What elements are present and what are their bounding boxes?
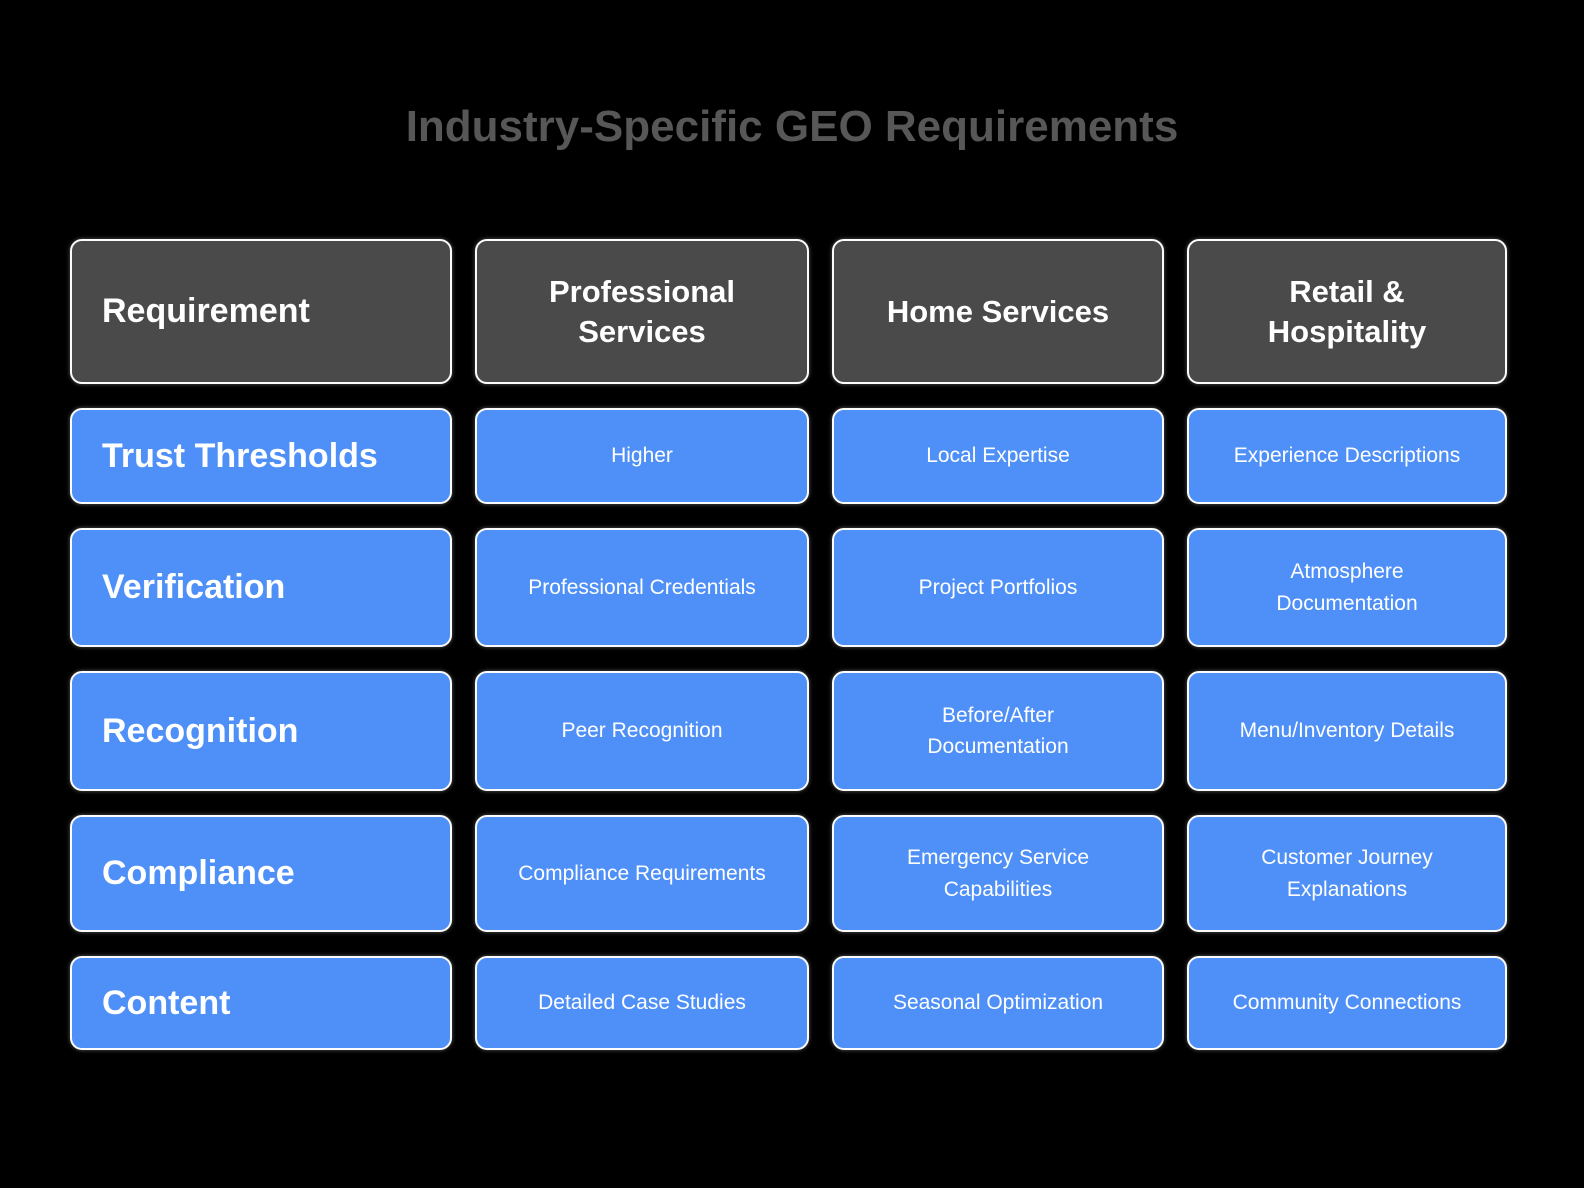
cell-recognition-retail-hospitality: Menu/Inventory Details	[1187, 671, 1507, 791]
cell-compliance-retail-hospitality: Customer Journey Explanations	[1187, 815, 1507, 932]
row-label-trust-thresholds: Trust Thresholds	[70, 408, 452, 504]
header-cell-home-services: Home Services	[832, 239, 1164, 384]
cell-recognition-professional-services: Peer Recognition	[475, 671, 809, 791]
header-cell-requirement: Requirement	[70, 239, 452, 384]
cell-trust-retail-hospitality: Experience Descriptions	[1187, 408, 1507, 504]
header-cell-professional-services: Professional Services	[475, 239, 809, 384]
cell-compliance-home-services: Emergency Service Capabilities	[832, 815, 1164, 932]
cell-verification-retail-hospitality: Atmosphere Documentation	[1187, 528, 1507, 647]
requirements-table: Requirement Professional Services Home S…	[70, 239, 1507, 1050]
cell-trust-professional-services: Higher	[475, 408, 809, 504]
cell-content-retail-hospitality: Community Connections	[1187, 956, 1507, 1050]
cell-compliance-professional-services: Compliance Requirements	[475, 815, 809, 932]
cell-verification-home-services: Project Portfolios	[832, 528, 1164, 647]
row-label-recognition: Recognition	[70, 671, 452, 791]
cell-verification-professional-services: Professional Credentials	[475, 528, 809, 647]
row-label-compliance: Compliance	[70, 815, 452, 932]
row-label-verification: Verification	[70, 528, 452, 647]
cell-recognition-home-services: Before/After Documentation	[832, 671, 1164, 791]
cell-content-professional-services: Detailed Case Studies	[475, 956, 809, 1050]
header-cell-retail-hospitality: Retail & Hospitality	[1187, 239, 1507, 384]
cell-trust-home-services: Local Expertise	[832, 408, 1164, 504]
page-title: Industry-Specific GEO Requirements	[405, 102, 1179, 151]
row-label-content: Content	[70, 956, 452, 1050]
cell-content-home-services: Seasonal Optimization	[832, 956, 1164, 1050]
